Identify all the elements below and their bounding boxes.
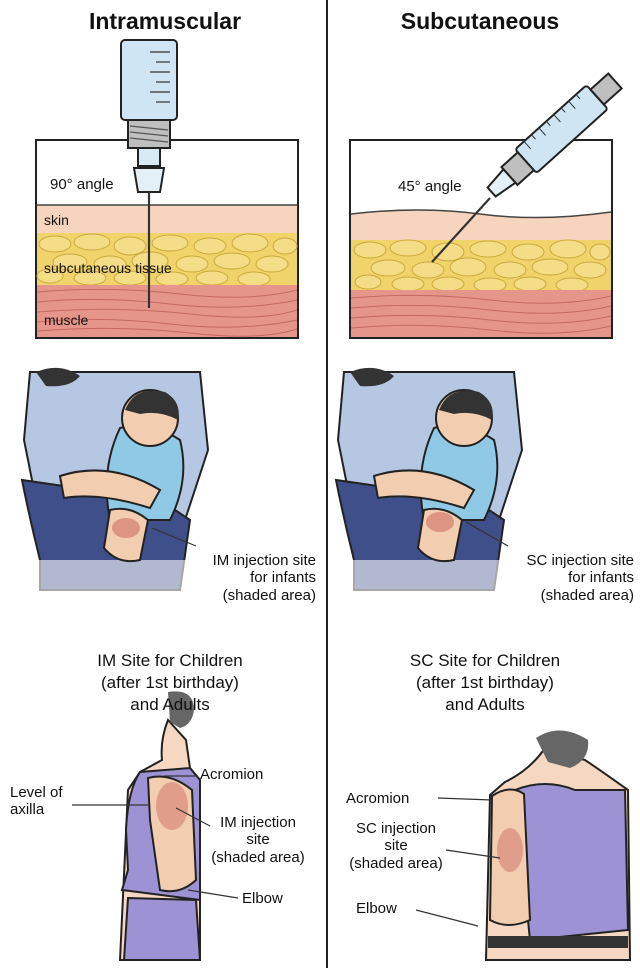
im-site-line3: (shaded area) [198,849,318,866]
sc-site-label: SC injection site (shaded area) [336,820,456,872]
label-45-angle: 45° angle [398,178,462,195]
im-infant-line2: for infants [186,569,316,586]
label-skin: skin [44,212,69,228]
im-infant-line1: IM injection site [186,552,316,569]
im-infant-label: IM injection site for infants (shaded ar… [186,552,316,604]
sc-heading-line2: (after 1st birthday) [352,672,618,694]
im-level-axilla-label: Level of axilla [10,784,63,819]
sc-infant-label: SC injection site for infants (shaded ar… [494,552,634,604]
sc-infant-line2: for infants [494,569,634,586]
sc-infant-line1: SC injection site [494,552,634,569]
im-infant-line3: (shaded area) [186,587,316,604]
im-children-heading: IM Site for Children (after 1st birthday… [40,650,300,716]
sc-site-line3: (shaded area) [336,855,456,872]
sc-infant-line3: (shaded area) [494,587,634,604]
label-90-angle: 90° angle [50,176,114,193]
im-acromion-label: Acromion [200,766,263,783]
im-elbow-label: Elbow [242,890,283,907]
label-subcutaneous-tissue: subcutaneous tissue [44,260,172,276]
sc-heading-line1: SC Site for Children [352,650,618,672]
im-heading-line1: IM Site for Children [40,650,300,672]
im-site-label: IM injection site (shaded area) [198,814,318,866]
sc-site-line2: site [336,837,456,854]
sc-elbow-label: Elbow [356,900,397,917]
level-line1: Level of [10,784,63,801]
sc-acromion-label: Acromion [346,790,409,807]
im-site-line2: site [198,831,318,848]
level-line2: axilla [10,801,63,818]
im-infant-illustration [22,368,208,594]
im-heading-line3: and Adults [40,694,300,716]
sc-site-line1: SC injection [336,820,456,837]
im-heading-line2: (after 1st birthday) [40,672,300,694]
sc-heading-line3: and Adults [352,694,618,716]
label-muscle: muscle [44,312,88,328]
sc-children-heading: SC Site for Children (after 1st birthday… [352,650,618,716]
im-site-line1: IM injection [198,814,318,831]
sc-tissue-diagram [350,69,626,338]
